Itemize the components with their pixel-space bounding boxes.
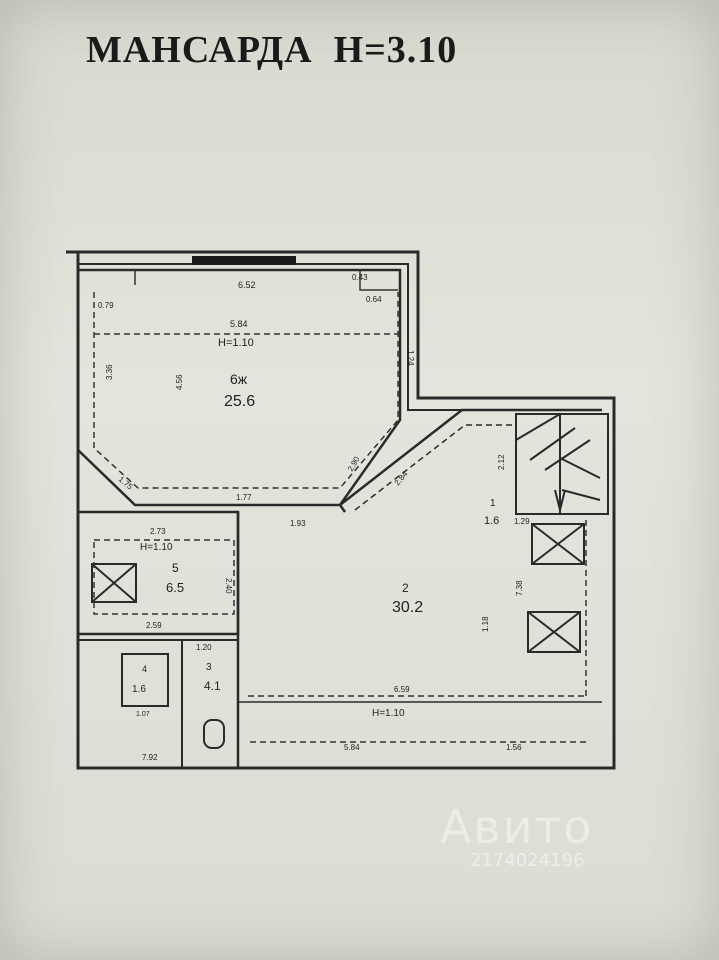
room-4-area: 1.6 xyxy=(132,684,146,695)
dim-177: 1.77 xyxy=(236,493,252,502)
watermark-brand: Авито xyxy=(440,800,594,854)
niche-left xyxy=(100,269,136,285)
dim-193: 1.93 xyxy=(290,519,306,528)
dim-259: 2.59 xyxy=(146,621,162,630)
shaft-b-x2 xyxy=(527,611,581,653)
dim-118: 1.18 xyxy=(481,616,490,632)
corridor-joint xyxy=(338,504,347,513)
window-top xyxy=(192,256,296,265)
dim-212: 2.12 xyxy=(497,454,506,470)
small-rooms xyxy=(77,639,239,769)
room-6-number: 6ж xyxy=(230,371,248,387)
stair-box xyxy=(515,413,609,515)
shaft-a-x2 xyxy=(531,523,585,565)
dim-284: 2.84 xyxy=(393,469,410,487)
shaft-x2 xyxy=(91,563,137,603)
step-3 xyxy=(544,439,591,471)
dim-456: 4.56 xyxy=(175,374,184,390)
room-6-height: Н=1.10 xyxy=(218,337,254,349)
watermark-id: 2174024196 xyxy=(470,850,585,871)
room-5-number: 5 xyxy=(172,561,179,575)
outer-walls xyxy=(66,250,616,770)
staircase xyxy=(515,413,609,515)
dim-290: 2.90 xyxy=(346,455,362,473)
dim-064: 0.64 xyxy=(366,295,382,304)
room-2-height: Н=1.10 xyxy=(372,708,405,719)
room-2-area: 30.2 xyxy=(392,599,423,616)
plan-labels: 6.52 0.79 0.64 0.43 5.84 Н=1.10 3.36 4.5… xyxy=(98,273,530,762)
small-rooms-box xyxy=(77,639,239,769)
room-3-number: 3 xyxy=(206,662,212,673)
dim-336: 3.36 xyxy=(105,364,114,380)
dim-652: 6.52 xyxy=(238,280,256,290)
room-6-walls xyxy=(76,268,402,507)
dim-792: 7.92 xyxy=(142,753,158,762)
room-1-number: 1 xyxy=(490,498,496,509)
room-6-dims xyxy=(93,292,399,489)
ventshaft-room5 xyxy=(91,563,137,603)
room-4-number: 4 xyxy=(142,664,147,674)
room-5-height: Н=1.10 xyxy=(140,542,173,553)
dim-107: 1.07 xyxy=(136,711,150,718)
corridor-walls xyxy=(338,408,602,513)
step-2 xyxy=(529,427,576,461)
dim-079: 0.79 xyxy=(98,301,114,310)
dim-120: 1.20 xyxy=(196,643,212,652)
niche-right xyxy=(359,270,398,291)
shaft-box xyxy=(91,563,137,603)
room-5-dash xyxy=(93,539,235,615)
dim-240: 2.40 xyxy=(224,578,233,594)
dim-738: 7.38 xyxy=(515,580,524,596)
room-2-walls xyxy=(236,512,602,768)
step-4 xyxy=(559,457,601,479)
dim-043: 0.43 xyxy=(352,273,368,282)
dim-584b: 5.84 xyxy=(344,743,360,752)
dim-659: 6.59 xyxy=(394,685,410,694)
room-4-box xyxy=(121,653,169,707)
plan-title: МАНСАРДА Н=3.10 xyxy=(86,29,458,71)
corridor-dash xyxy=(354,424,516,511)
stair-arrow xyxy=(554,489,566,511)
room-2-dims xyxy=(248,520,587,743)
room-1-area: 1.6 xyxy=(484,515,499,527)
room-2-number: 2 xyxy=(402,581,409,595)
dim-124: 1.24 xyxy=(406,350,415,366)
room-3-area: 4.1 xyxy=(204,679,221,693)
room-5-dims xyxy=(93,539,235,615)
inner-dash-contour xyxy=(93,292,399,489)
step-5 xyxy=(561,489,601,501)
toilet xyxy=(203,719,225,749)
step-1 xyxy=(515,413,561,441)
shaft-a xyxy=(531,523,585,565)
dim-129: 1.29 xyxy=(514,517,530,526)
room-5-area: 6.5 xyxy=(166,580,184,595)
dim-273: 2.73 xyxy=(150,527,166,536)
corridor-upper xyxy=(339,408,602,506)
inner-wall-line xyxy=(78,263,602,411)
dim-156: 1.56 xyxy=(506,743,522,752)
ventshafts-room2 xyxy=(527,523,585,653)
shaft-b xyxy=(527,611,581,653)
dim-584: 5.84 xyxy=(230,319,248,329)
room-6-area: 25.6 xyxy=(224,393,255,410)
outer-wall xyxy=(66,250,616,770)
